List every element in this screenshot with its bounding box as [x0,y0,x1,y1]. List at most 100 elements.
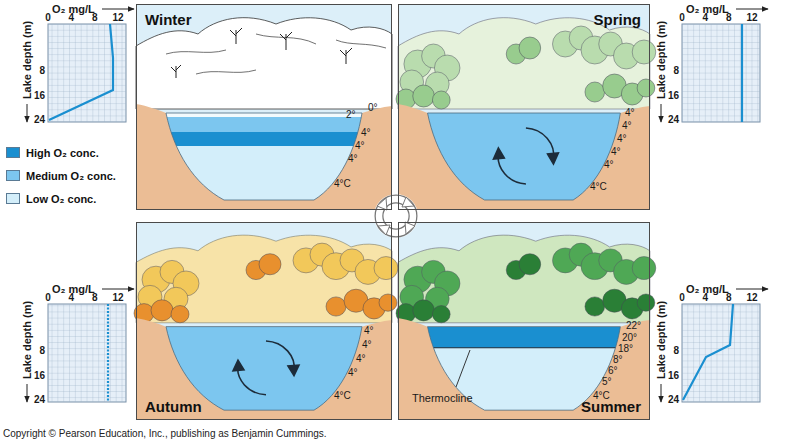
temperature-label: 8° [613,354,623,365]
drawing-part [418,347,625,348]
season-panel: Winter [136,4,392,210]
temperature-label: 4° [361,127,371,138]
temperature-label: 4° [348,367,358,378]
drawing-part [378,225,390,235]
drawing-part [27,384,28,402]
tick-label: 16 [34,370,45,381]
axis-title: Lake depth (m) [655,301,667,379]
drawing-part [134,254,397,323]
drawing-part [377,197,415,235]
drawing-part [736,9,768,10]
tick-label: 0 [679,292,685,303]
tick-label: 16 [668,90,679,101]
tick-label: 16 [668,370,679,381]
drawing-part [661,104,662,122]
temperature-label: 5° [602,376,612,387]
tick-label: 8 [673,345,679,356]
temperature-label: 22° [626,320,641,331]
o2-graph [27,289,134,402]
temperature-label: 4° [622,120,632,131]
drawing-part [682,24,760,122]
drawing-part [48,24,126,122]
temperature-label: 4° [362,339,372,350]
tick-label: 4 [703,12,709,23]
legend-swatch [6,193,20,204]
thermocline-label: Thermocline [412,392,473,404]
temperature-label: 4° [625,107,635,118]
drawing-part [374,194,418,238]
drawing-part [107,304,109,402]
tick-label: 24 [668,394,679,405]
tick-label: 12 [746,292,757,303]
drawing-part [398,327,650,348]
drawing-part [398,104,650,210]
season-heading: Spring [594,11,642,28]
legend-swatch [6,170,20,181]
autumn-scene [134,222,398,420]
tick-label: 8 [39,345,45,356]
temperature-label: 4° [617,133,627,144]
drawing-part [396,37,655,109]
temperature-label: 4° [356,353,366,364]
temperature-label: 4°C [334,390,351,401]
drawing-part [136,104,392,210]
drawing-part [396,254,655,323]
drawing-part [136,104,392,210]
drawing-part [48,304,126,402]
tick-label: 4 [703,292,709,303]
temperature-label: 6° [608,365,618,376]
tick-label: 8 [726,292,732,303]
tick-label: 8 [39,65,45,76]
drawing-part [682,304,760,402]
season-heading: Autumn [145,398,202,415]
drawing-part [233,341,299,395]
tick-label: 0 [45,12,51,23]
drawing-part [136,318,392,420]
drawing-part [683,304,733,400]
drawing-part [136,4,392,210]
drawing-part [136,318,392,420]
axis-title: Lake depth (m) [21,21,33,99]
drawing-part [166,113,362,200]
copyright-note: Copyright © Pearson Education, Inc., pub… [3,428,327,439]
drawing-part [166,34,386,74]
drawing-part [166,327,362,411]
drawing-part [48,304,126,402]
drawing-part [27,104,28,122]
drawing-part [736,289,768,290]
drawing-part [398,318,650,420]
temperature-label: 4°C [334,178,351,189]
legend-text: Low O₂ conc. [26,193,96,205]
temperature-label: 20° [622,332,637,343]
winter-scene [136,4,392,210]
cycle-icon [374,194,418,238]
drawing-part [741,24,743,122]
legend-text: High O₂ conc. [26,147,99,159]
tick-label: 0 [679,12,685,23]
temperature-label: 4° [348,153,358,164]
drawing-part [493,128,558,184]
temperature-label: 4° [364,325,374,336]
drawing-part [49,24,113,120]
temperature-label: 4° [611,146,621,157]
o2-graph [27,9,134,122]
axis-title: Lake depth (m) [21,301,33,379]
temperature-label: 0° [368,102,378,113]
drawing-part [402,197,414,207]
drawing-part [377,198,387,210]
temperature-label: 4° [604,159,614,170]
drawing-part [682,304,760,402]
drawing-part [136,18,392,109]
tick-label: 12 [112,292,123,303]
drawing-part [102,289,134,290]
drawing-part [136,132,392,146]
drawing-part [428,113,621,200]
drawing-part [398,318,650,420]
drawing-part [398,104,650,210]
season-panel: Spring [398,4,650,210]
drawing-part [48,24,126,122]
tick-label: 8 [673,65,679,76]
tick-label: 12 [746,12,757,23]
tick-label: 16 [34,90,45,101]
legend-text: Medium O₂ conc. [26,170,116,182]
